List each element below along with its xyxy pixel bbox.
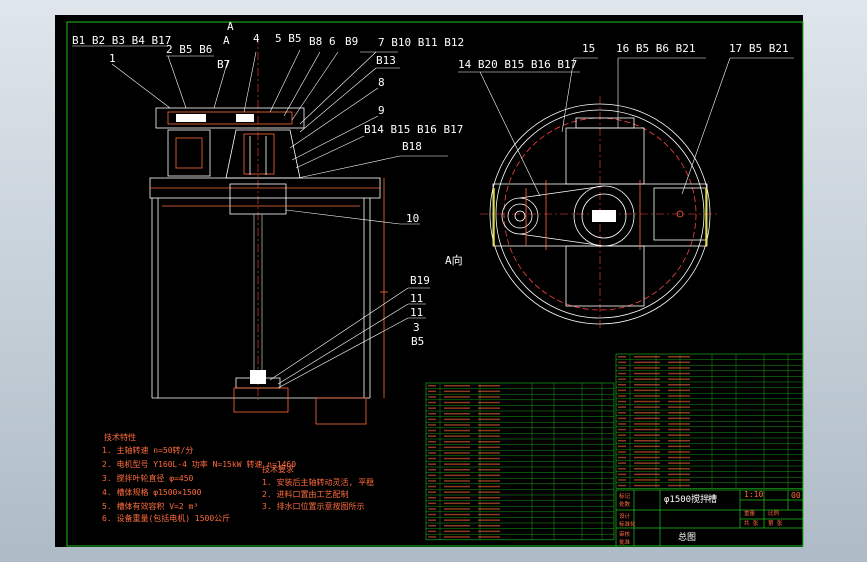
- notes-tech-title: 技术特性: [104, 432, 136, 442]
- callout-b19: B19: [410, 274, 430, 287]
- plan-view-a: [480, 96, 720, 330]
- callout-4: 4: [253, 32, 260, 45]
- section-arrow-a: A: [227, 20, 234, 33]
- callout-b5: B5: [411, 335, 424, 348]
- callout-3: 3: [413, 321, 420, 334]
- title-field-6: 批准: [619, 538, 631, 546]
- title-block-name-1: φ1500搅拌: [664, 493, 709, 505]
- callout-5: 5 B5: [275, 32, 302, 45]
- notes-tech-line-3: 3. 搅拌叶轮直径 φ=450: [102, 473, 194, 483]
- callout-1: 1: [109, 52, 116, 65]
- leader-lines-left: [72, 45, 448, 389]
- inner-frame: [66, 21, 804, 547]
- title-block-scale: 1:10: [744, 490, 763, 499]
- title-block: [615, 489, 804, 547]
- callout-section-a: A: [223, 34, 230, 47]
- callout-16: 16 B5 B6 B21: [616, 42, 695, 55]
- title-field-7: 重量: [744, 509, 756, 517]
- callout-6: 6: [329, 35, 336, 48]
- notes-tech-line-2: 2. 电机型号 Y160L-4 功率 N=15kW 转速 n=1460: [102, 459, 296, 469]
- callout-b1-b17: B1 B2 B3 B4 B17: [72, 34, 171, 47]
- view-a-label: A向: [445, 253, 463, 267]
- leader-lines-right: [458, 57, 794, 197]
- title-field-1: 标记: [619, 492, 631, 500]
- notes-req-line-3: 3. 排水口位置示意按图所示: [262, 501, 364, 511]
- callout-7: 7 B10 B11 B12: [378, 36, 464, 49]
- title-field-2: 处数: [619, 500, 631, 508]
- notes-req-line-2: 2. 进料口置由工艺配制: [262, 489, 348, 499]
- title-field-8: 比例: [768, 509, 780, 517]
- title-field-10: 第 张: [768, 519, 783, 527]
- callout-8: 8: [378, 76, 385, 89]
- callout-17: 17 B5 B21: [729, 42, 789, 55]
- notes-req-title: 技术要求: [262, 464, 294, 474]
- notes-tech-line-1: 1. 主轴转速 n=50转/分: [102, 445, 193, 455]
- callout-b14: B14 B15 B16 B17: [364, 123, 463, 136]
- callout-2: 2 B5 B6: [166, 43, 212, 56]
- title-block-name-2: 槽: [708, 493, 717, 505]
- title-field-5: 审核: [619, 530, 631, 538]
- callout-b7: B7: [217, 58, 230, 71]
- callout-b9: B9: [345, 35, 358, 48]
- title-field-9: 共 张: [744, 519, 759, 527]
- callout-b18: B18: [402, 140, 422, 153]
- notes-tech-line-5: 5. 槽体有效容积 V=2 m³: [102, 501, 198, 511]
- callout-b13: B13: [376, 54, 396, 67]
- callout-9: 9: [378, 104, 385, 117]
- notes-tech-line-6: 6. 设备重量(包括电机) 1500公斤: [102, 513, 230, 523]
- callout-11b: 11: [410, 306, 423, 319]
- callout-14: 14 B20 B15 B16 B17: [458, 58, 577, 71]
- title-block-sheet: 00: [791, 491, 801, 500]
- callout-10: 10: [406, 212, 419, 225]
- notes-req-line-1: 1. 安装后主轴转动灵活, 平稳: [262, 477, 374, 487]
- title-field-3: 设计: [619, 512, 631, 520]
- elevation-view: [149, 36, 388, 425]
- title-field-4: 标准化: [619, 520, 636, 528]
- notes-tech-line-4: 4. 槽体规格 φ1500×1500: [102, 487, 202, 497]
- callout-b8: B8: [309, 35, 322, 48]
- callout-11a: 11: [410, 292, 423, 305]
- parts-list-upper: [615, 353, 804, 489]
- parts-list: [425, 382, 615, 541]
- title-block-drawing-type: 总图: [678, 531, 696, 543]
- callout-15: 15: [582, 42, 595, 55]
